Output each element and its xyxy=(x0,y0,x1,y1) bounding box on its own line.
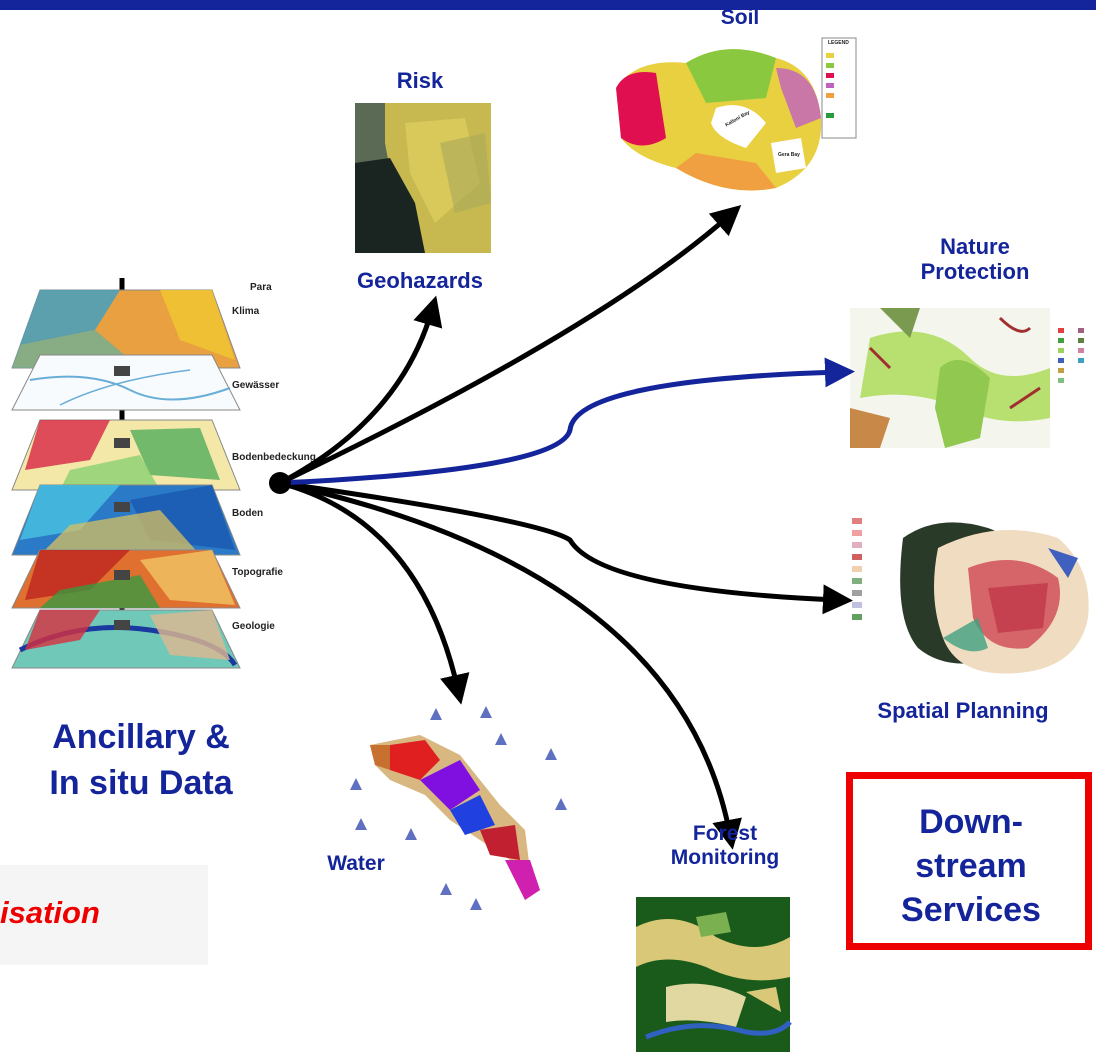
top-accent-bar xyxy=(0,0,1096,10)
label-protection: Protection xyxy=(920,259,1030,285)
label-forest: Forest xyxy=(692,822,758,845)
label-in-situ: In situ Data xyxy=(49,763,233,802)
label-ancillary-in-situ: Ancillary & In situ Data xyxy=(0,715,282,807)
label-forest-monitoring: Forest Monitoring xyxy=(640,822,810,870)
label-monitoring: Monitoring xyxy=(670,846,780,870)
label-water: Water xyxy=(327,852,385,875)
spatial-planning-map-image xyxy=(848,508,1094,680)
partial-text-background xyxy=(0,865,208,965)
soil-legend-title: LEGEND xyxy=(828,40,849,46)
label-nature-protection: Nature Protection xyxy=(880,234,1070,285)
label-geohazards: Geohazards xyxy=(357,268,483,293)
layer-label-gewaesser: Gewässer xyxy=(232,380,280,391)
label-stream: stream xyxy=(915,847,1027,886)
label-down: Down- xyxy=(919,803,1023,841)
layer-stack-svg xyxy=(11,278,241,669)
label-ancillary: Ancillary & xyxy=(52,718,230,756)
layer-label-boden: Boden xyxy=(232,508,264,519)
layer-stack-graphic: Para Klima Gewässer Bodenbedeckung Boden… xyxy=(0,270,316,680)
layer-label-topografie: Topografie xyxy=(232,567,283,578)
risk-map-image xyxy=(355,103,491,253)
layer-label-para: Para xyxy=(250,282,272,293)
layer-label-klima: Klima xyxy=(232,306,260,317)
label-soil: Soil xyxy=(720,6,760,29)
label-spatial-planning: Spatial Planning xyxy=(877,698,1049,723)
downstream-services-box xyxy=(846,772,1092,950)
label-nature: Nature xyxy=(940,234,1010,259)
layer-label-geologie: Geologie xyxy=(232,621,275,632)
forest-monitoring-map-image xyxy=(636,897,792,1052)
soil-place-gera: Gera Bay xyxy=(778,152,800,158)
label-risk: Risk xyxy=(396,68,444,93)
soil-map-image: LEGEND Kalloni Bay Gera Bay xyxy=(596,28,858,198)
water-map-image xyxy=(330,700,580,915)
label-downstream-services: Down- stream Services xyxy=(846,800,1096,933)
layer-label-bodenbedeckung: Bodenbedeckung xyxy=(232,452,316,463)
label-services: Services xyxy=(901,891,1041,930)
nature-protection-map-image xyxy=(850,308,1096,448)
partial-red-text: isation xyxy=(0,895,100,930)
